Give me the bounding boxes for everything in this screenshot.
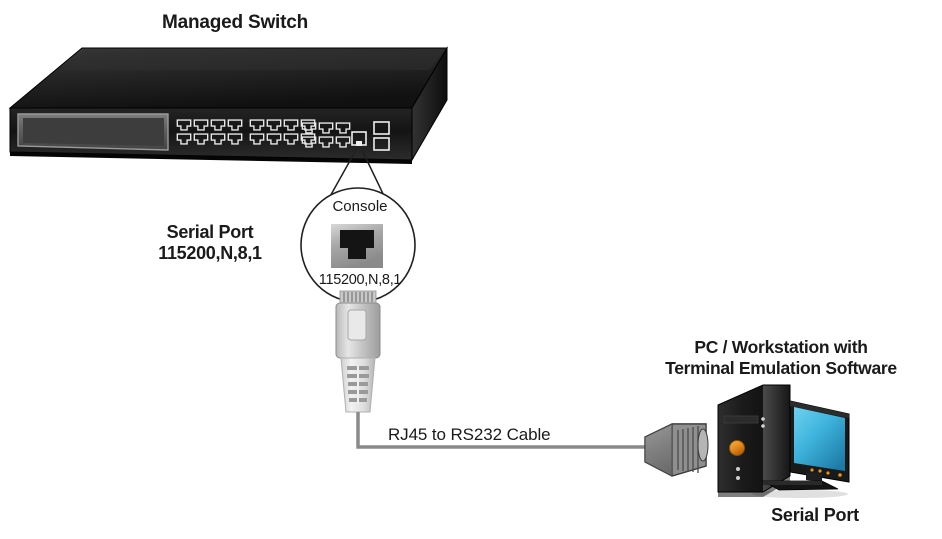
- console-port-label: Console: [332, 198, 388, 215]
- switch-serial-port-label-line1: Serial Port: [166, 222, 254, 242]
- switch-sfp-slots: [373, 121, 390, 151]
- serial-cable-path: [356, 412, 645, 449]
- monitor-icon: [752, 400, 850, 498]
- switch-console-port: [351, 131, 367, 146]
- switch-front-panel: [17, 113, 169, 151]
- db9-serial-connector-icon: [644, 423, 709, 477]
- rj45-plug-icon: [335, 290, 381, 413]
- pc-serial-port-label: Serial Port: [771, 505, 859, 525]
- pc-workstation-title-line1: PC / Workstation with: [694, 337, 868, 357]
- switch-serial-port-label: Serial Port 115200,N,8,1: [120, 222, 300, 264]
- cable-type-label: RJ45 to RS232 Cable: [388, 425, 551, 444]
- switch-serial-port-baud-line2: 115200,N,8,1: [158, 243, 262, 264]
- pc-workstation-title-line2: Terminal Emulation Software: [665, 357, 897, 378]
- rj45-jack-icon: [331, 224, 383, 268]
- pc-tower-icon: [717, 384, 791, 497]
- page-title: Managed Switch: [161, 12, 309, 33]
- pc-workstation-title: PC / Workstation with Terminal Emulation…: [620, 337, 942, 378]
- console-baud-settings-label: 115200,N,8,1: [318, 272, 402, 288]
- network-switch-icon: [8, 46, 448, 164]
